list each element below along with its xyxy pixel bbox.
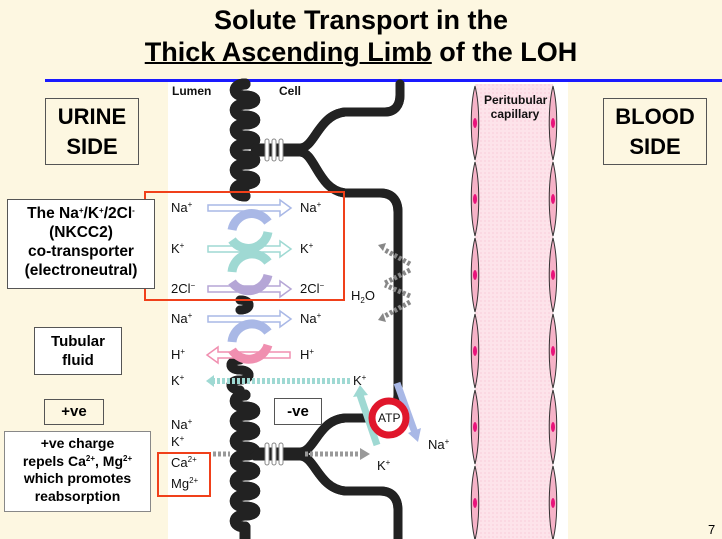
- capillary-wall-right: [548, 85, 558, 539]
- ion-label-cell-cl: 2Cl−: [300, 281, 325, 296]
- atpase-k-label: K+: [377, 458, 391, 473]
- nhe-exchanger: [205, 309, 293, 365]
- para-ion-ca: Ca2+: [171, 455, 197, 470]
- atpase-na-label: Na+: [428, 437, 450, 452]
- nhe-na-arrow: [207, 309, 293, 329]
- positive-charge-label: +ve: [44, 399, 104, 425]
- nkcc2-ring-k-upper: [228, 230, 273, 253]
- para-ion-mg: Mg2+: [171, 476, 199, 491]
- k-leak-arrow: [206, 375, 350, 387]
- para-ion-na: Na+: [171, 417, 193, 432]
- nkcc2-ring-cl: [228, 273, 273, 296]
- tight-junction-upper: [264, 138, 284, 162]
- endothelial-nucleus: [473, 194, 477, 204]
- nkcc2-ring-k-lower: [227, 249, 272, 273]
- water-arrowhead-1: [378, 243, 386, 251]
- slide-title-line1: Solute Transport in the: [213, 5, 509, 35]
- ion-label-cell-k-leak: K+: [353, 373, 367, 388]
- page-number: 7: [708, 522, 716, 537]
- ion-label-lumen-na-nhe: Na+: [171, 311, 193, 326]
- title-underlined-term: Thick Ascending Limb: [144, 37, 432, 67]
- peritubular-capillary: [470, 84, 558, 539]
- endothelial-nucleus: [473, 118, 477, 128]
- nhe-ring-na: [227, 319, 272, 343]
- atpase-ring: [368, 397, 410, 439]
- slide-title-line2: Thick Ascending Limb of the LOH: [0, 36, 722, 68]
- ion-label-lumen-cl: 2Cl−: [171, 281, 196, 296]
- ion-label-lumen-k: K+: [171, 241, 185, 256]
- negative-charge-label: -ve: [274, 398, 322, 425]
- water-arrowhead-2: [378, 313, 386, 322]
- charge-explanation-callout: +ve charge repels Ca2+, Mg2+ which promo…: [4, 431, 151, 512]
- title-divider: [45, 79, 722, 82]
- capillary-label-line1: Peritubular: [484, 93, 548, 107]
- ion-label-cell-k: K+: [300, 241, 314, 256]
- ion-label-cell-h: H+: [300, 347, 315, 362]
- endothelial-nucleus: [551, 422, 555, 432]
- nhe-ring-h: [228, 343, 273, 364]
- water-label: H2O: [351, 288, 375, 305]
- para-ion-k: K+: [171, 434, 185, 449]
- ion-label-cell-na-nhe: Na+: [300, 311, 322, 326]
- na-k-atpase: [353, 381, 421, 447]
- capillary-lumen: [475, 84, 553, 539]
- nkcc2-ring-na: [227, 209, 272, 232]
- endothelial-nucleus: [473, 498, 477, 508]
- capillary-label-line2: capillary: [490, 107, 540, 121]
- ion-label-lumen-na: Na+: [171, 200, 193, 215]
- endothelial-nucleus: [473, 270, 477, 280]
- nkcc2-transporter: [207, 198, 293, 299]
- endothelial-nucleus: [473, 422, 477, 432]
- lower-cell-membrane: [231, 185, 403, 539]
- endothelial-nucleus: [551, 498, 555, 508]
- water-arrows: [383, 247, 412, 319]
- nkcc2-na-arrow: [207, 198, 293, 218]
- water-arrow-3: [383, 282, 412, 299]
- ion-label-cell-na: Na+: [300, 200, 322, 215]
- lumen-label: Lumen: [172, 84, 212, 98]
- nkcc2-highlight-box: [144, 191, 345, 301]
- ca-mg-highlight-box: [157, 452, 211, 497]
- atpase-k-arrow: [356, 393, 381, 447]
- atp-label: ATP: [378, 411, 401, 425]
- endothelial-nucleus: [551, 270, 555, 280]
- endothelial-nucleus: [551, 194, 555, 204]
- endothelial-nucleus: [551, 346, 555, 356]
- apical-membrane: [235, 78, 261, 202]
- paracellular-arrows: [213, 448, 370, 460]
- nkcc2-callout: The Na+/K+/2Cl- (NKCC2) co-transporter (…: [7, 199, 155, 289]
- cell-label: Cell: [279, 84, 302, 98]
- title-rest: of the LOH: [431, 37, 578, 67]
- tight-junction-lower: [264, 442, 284, 466]
- endothelial-nucleus: [551, 118, 555, 128]
- ion-label-lumen-h: H+: [171, 347, 186, 362]
- capillary-wall-left: [470, 85, 480, 539]
- endothelial-nucleus: [473, 346, 477, 356]
- ion-label-lumen-k-leak: K+: [171, 373, 185, 388]
